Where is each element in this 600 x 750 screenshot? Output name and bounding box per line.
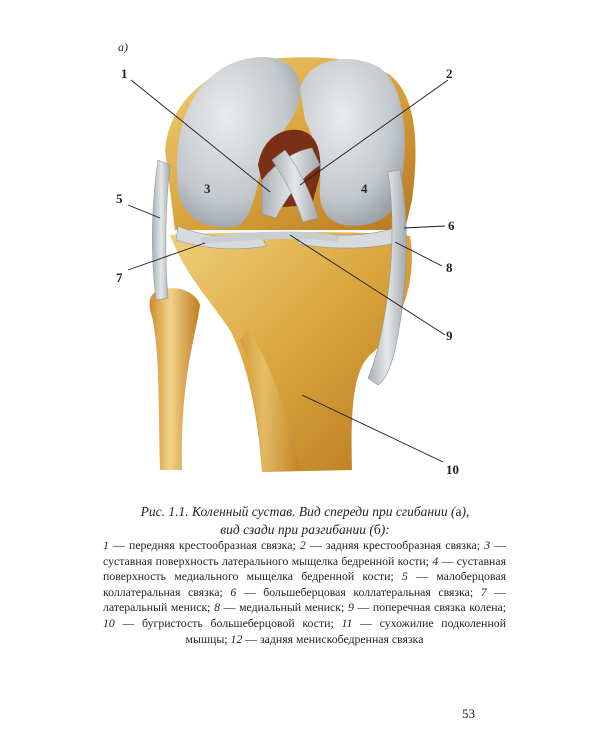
legend-number: 2: [299, 538, 306, 552]
legend-text: передняя крестообразная связка;: [129, 538, 296, 552]
medial-condyle-cartilage: [300, 59, 405, 226]
figure-caption: Рис. 1.1. Коленный сустав. Вид спереди п…: [70, 503, 540, 539]
legend-number: 3: [484, 538, 491, 552]
legend-text: задняя крестообразная связка;: [325, 538, 481, 552]
legend-item: 6 — большеберцовая коллатеральная связка…: [230, 584, 474, 599]
legend-item: 3 — суставная поверхность латерального м…: [103, 538, 507, 568]
label-8: 8: [446, 260, 453, 275]
leader-7: [127, 242, 206, 271]
legend-text: суставная поверхность медиального мыщелк…: [103, 553, 507, 584]
legend-item: 8 — медиальный мениск;: [214, 600, 345, 615]
legend-text: медиальный мениск;: [239, 600, 345, 615]
posterior-cruciate-ligament: [271, 149, 319, 223]
label-1: 1: [121, 66, 128, 81]
label-2: 2: [446, 66, 453, 81]
caption-line1: Рис. 1.1. Коленный сустав. Вид спереди п…: [140, 504, 456, 519]
label-5: 5: [116, 191, 123, 206]
legend-item: 10 — бугристость большеберцовой кости;: [103, 615, 334, 630]
legend-text: бугристость большеберцовой кости;: [142, 615, 334, 630]
legend-item: 9 — поперечная связка колена;: [347, 600, 507, 615]
legend-text: латеральный мениск;: [103, 600, 211, 615]
legend-number: 6: [230, 584, 237, 599]
legend-text: малоберцовая коллатеральная связка;: [103, 569, 507, 599]
tibia-shaft-highlight: [240, 330, 300, 472]
legend-item: 1 — передняя крестообразная связка;: [103, 538, 296, 552]
legend-item: 4 — суставная поверхность медиального мы…: [103, 553, 507, 584]
lateral-condyle-cartilage: [176, 57, 300, 228]
tibia: [170, 232, 412, 472]
legend-number: 5: [402, 569, 408, 584]
caption-a: а: [455, 504, 462, 519]
caption-line2-end: ):: [380, 522, 390, 537]
fibular-collateral-ligament: [152, 159, 171, 301]
panel-label-a: а): [118, 40, 128, 54]
legend-item: 5 — малоберцовая коллатеральная связка;: [103, 569, 507, 599]
legend-number: 7: [480, 584, 487, 599]
legend-item: 12 — задняя менискобедренная связка: [230, 631, 424, 646]
legend-number: 4: [432, 553, 439, 568]
leader-5: [127, 204, 161, 219]
knee-joint-illustration: 3 4 1 2 5 6 7 8 9 10: [116, 57, 459, 477]
leader-lines: [127, 79, 449, 463]
label-9: 9: [446, 328, 453, 343]
legend-number: 9: [347, 600, 354, 615]
caption-line2: вид сзади при разгибании (: [220, 522, 374, 537]
legend-text: большеберцовая коллатеральная связка;: [263, 584, 474, 599]
leader-2: [299, 79, 449, 186]
caption-line1-end: ),: [461, 504, 470, 519]
legend-number: 1: [103, 538, 109, 552]
label-3-in-figure: 3: [204, 181, 211, 196]
leader-10: [301, 394, 444, 463]
legend-item: 7 — латеральный мениск;: [103, 584, 506, 615]
tibial-collateral-ligament: [367, 169, 407, 386]
legend-item: 11 — сухожилие подколенной мышцы;: [185, 615, 507, 646]
leader-9: [289, 234, 446, 336]
page-number: 53: [462, 706, 475, 721]
legend-text: задняя менискобедренная связка: [260, 631, 424, 646]
leader-6: [403, 225, 446, 229]
legend-number: 8: [214, 600, 221, 615]
legend-text: сухожилие подколенной мышцы;: [185, 615, 507, 646]
label-4-in-figure: 4: [361, 181, 368, 196]
label-6: 6: [448, 218, 455, 233]
figure-legend: 1 — передняя крестообразная связка; 2 — …: [103, 538, 506, 647]
caption-b: б: [373, 522, 381, 537]
legend-text: суставная поверхность латерального мыщел…: [103, 553, 429, 568]
leader-1: [130, 79, 271, 193]
legend-number: 12: [230, 631, 243, 646]
label-7: 7: [116, 270, 123, 285]
label-10: 10: [446, 462, 459, 477]
legend-text: поперечная связка колена;: [372, 600, 507, 615]
legend-number: 11: [341, 615, 353, 630]
fibula: [149, 288, 200, 470]
legend-number: 10: [103, 615, 115, 630]
leader-8: [394, 241, 443, 267]
legend-item: 2 — задняя крестообразная связка;: [299, 538, 481, 552]
transverse-ligament: [200, 231, 340, 244]
